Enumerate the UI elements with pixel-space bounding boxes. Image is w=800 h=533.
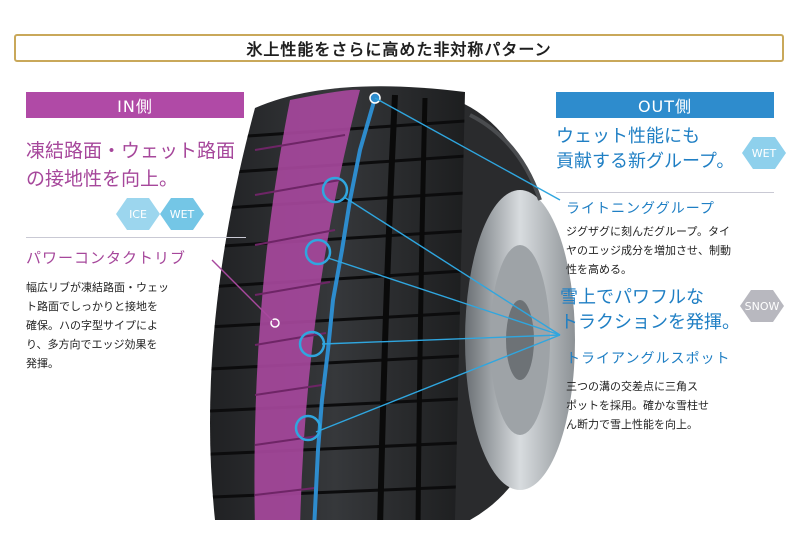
- out-body2-line: ん断力で雪上性能を向上。: [566, 418, 698, 431]
- in-body-line: り、多方向でエッジ効果を: [26, 338, 158, 351]
- out-lead-line2: 貢献する新グループ。: [556, 151, 735, 172]
- power-contact-rib: [254, 89, 360, 520]
- in-body-line: 幅広リブが凍結路面・ウェッ: [26, 281, 169, 294]
- in-divider: [26, 237, 246, 238]
- in-lead-line1: 凍結路面・ウェット路面: [26, 140, 236, 162]
- snow-lead: 雪上でパワフルな トラクションを発揮。: [560, 285, 740, 335]
- in-side-header: IN側: [26, 92, 244, 118]
- triangle-spot-markers: [294, 176, 349, 442]
- out-body2-line: 三つの溝の交差点に三角ス: [566, 380, 698, 393]
- in-body-line: ト路面でしっかりと接地を: [26, 300, 158, 313]
- out-divider: [556, 192, 774, 193]
- in-leader-line: [211, 259, 276, 324]
- out-body1-line: ジグザグに刻んだグループ。タイ: [566, 225, 731, 238]
- callout-leader-lines: [315, 97, 561, 433]
- in-sub-heading: パワーコンタクトリブ: [26, 249, 187, 267]
- out-body1-line: 性を高める。: [566, 263, 632, 276]
- tire-tread: [210, 86, 465, 520]
- in-side-lead: 凍結路面・ウェット路面 の接地性を向上。: [26, 137, 246, 193]
- in-body-text: 幅広リブが凍結路面・ウェッ ト路面でしっかりと接地を 確保。ハの字型サイプによ …: [26, 278, 206, 373]
- tire-sidewall: [430, 95, 575, 520]
- out-side-lead: ウェット性能にも 貢献する新グループ。: [556, 124, 746, 174]
- in-body-line: 確保。ハの字型サイプによ: [26, 319, 158, 332]
- out-body-text-triangle: 三つの溝の交差点に三角ス ポットを採用。確かな雪柱せ ん断力で雪上性能を向上。: [566, 377, 766, 434]
- out-lead-line1: ウェット性能にも: [556, 126, 700, 147]
- out-body2-line: ポットを採用。確かな雪柱せ: [566, 399, 709, 412]
- out-body-text-lightning: ジグザグに刻んだグループ。タイ ヤのエッジ成分を増加させ、制動 性を高める。: [566, 222, 776, 279]
- in-lead-line2: の接地性を向上。: [26, 168, 179, 190]
- out-body1-line: ヤのエッジ成分を増加させ、制動: [566, 244, 731, 257]
- page-title: 氷上性能をさらに高めた非対称パターン: [14, 34, 784, 62]
- snow-lead-line2: トラクションを発揮。: [560, 312, 740, 333]
- out-side-header: OUT側: [556, 92, 774, 118]
- snow-lead-line1: 雪上でパワフルな: [560, 287, 704, 308]
- in-body-line: 発揮。: [26, 357, 59, 370]
- out-sub-heading-lightning: ライトニンググループ: [566, 201, 715, 217]
- out-sub-heading-triangle: トライアングルスポット: [566, 351, 731, 367]
